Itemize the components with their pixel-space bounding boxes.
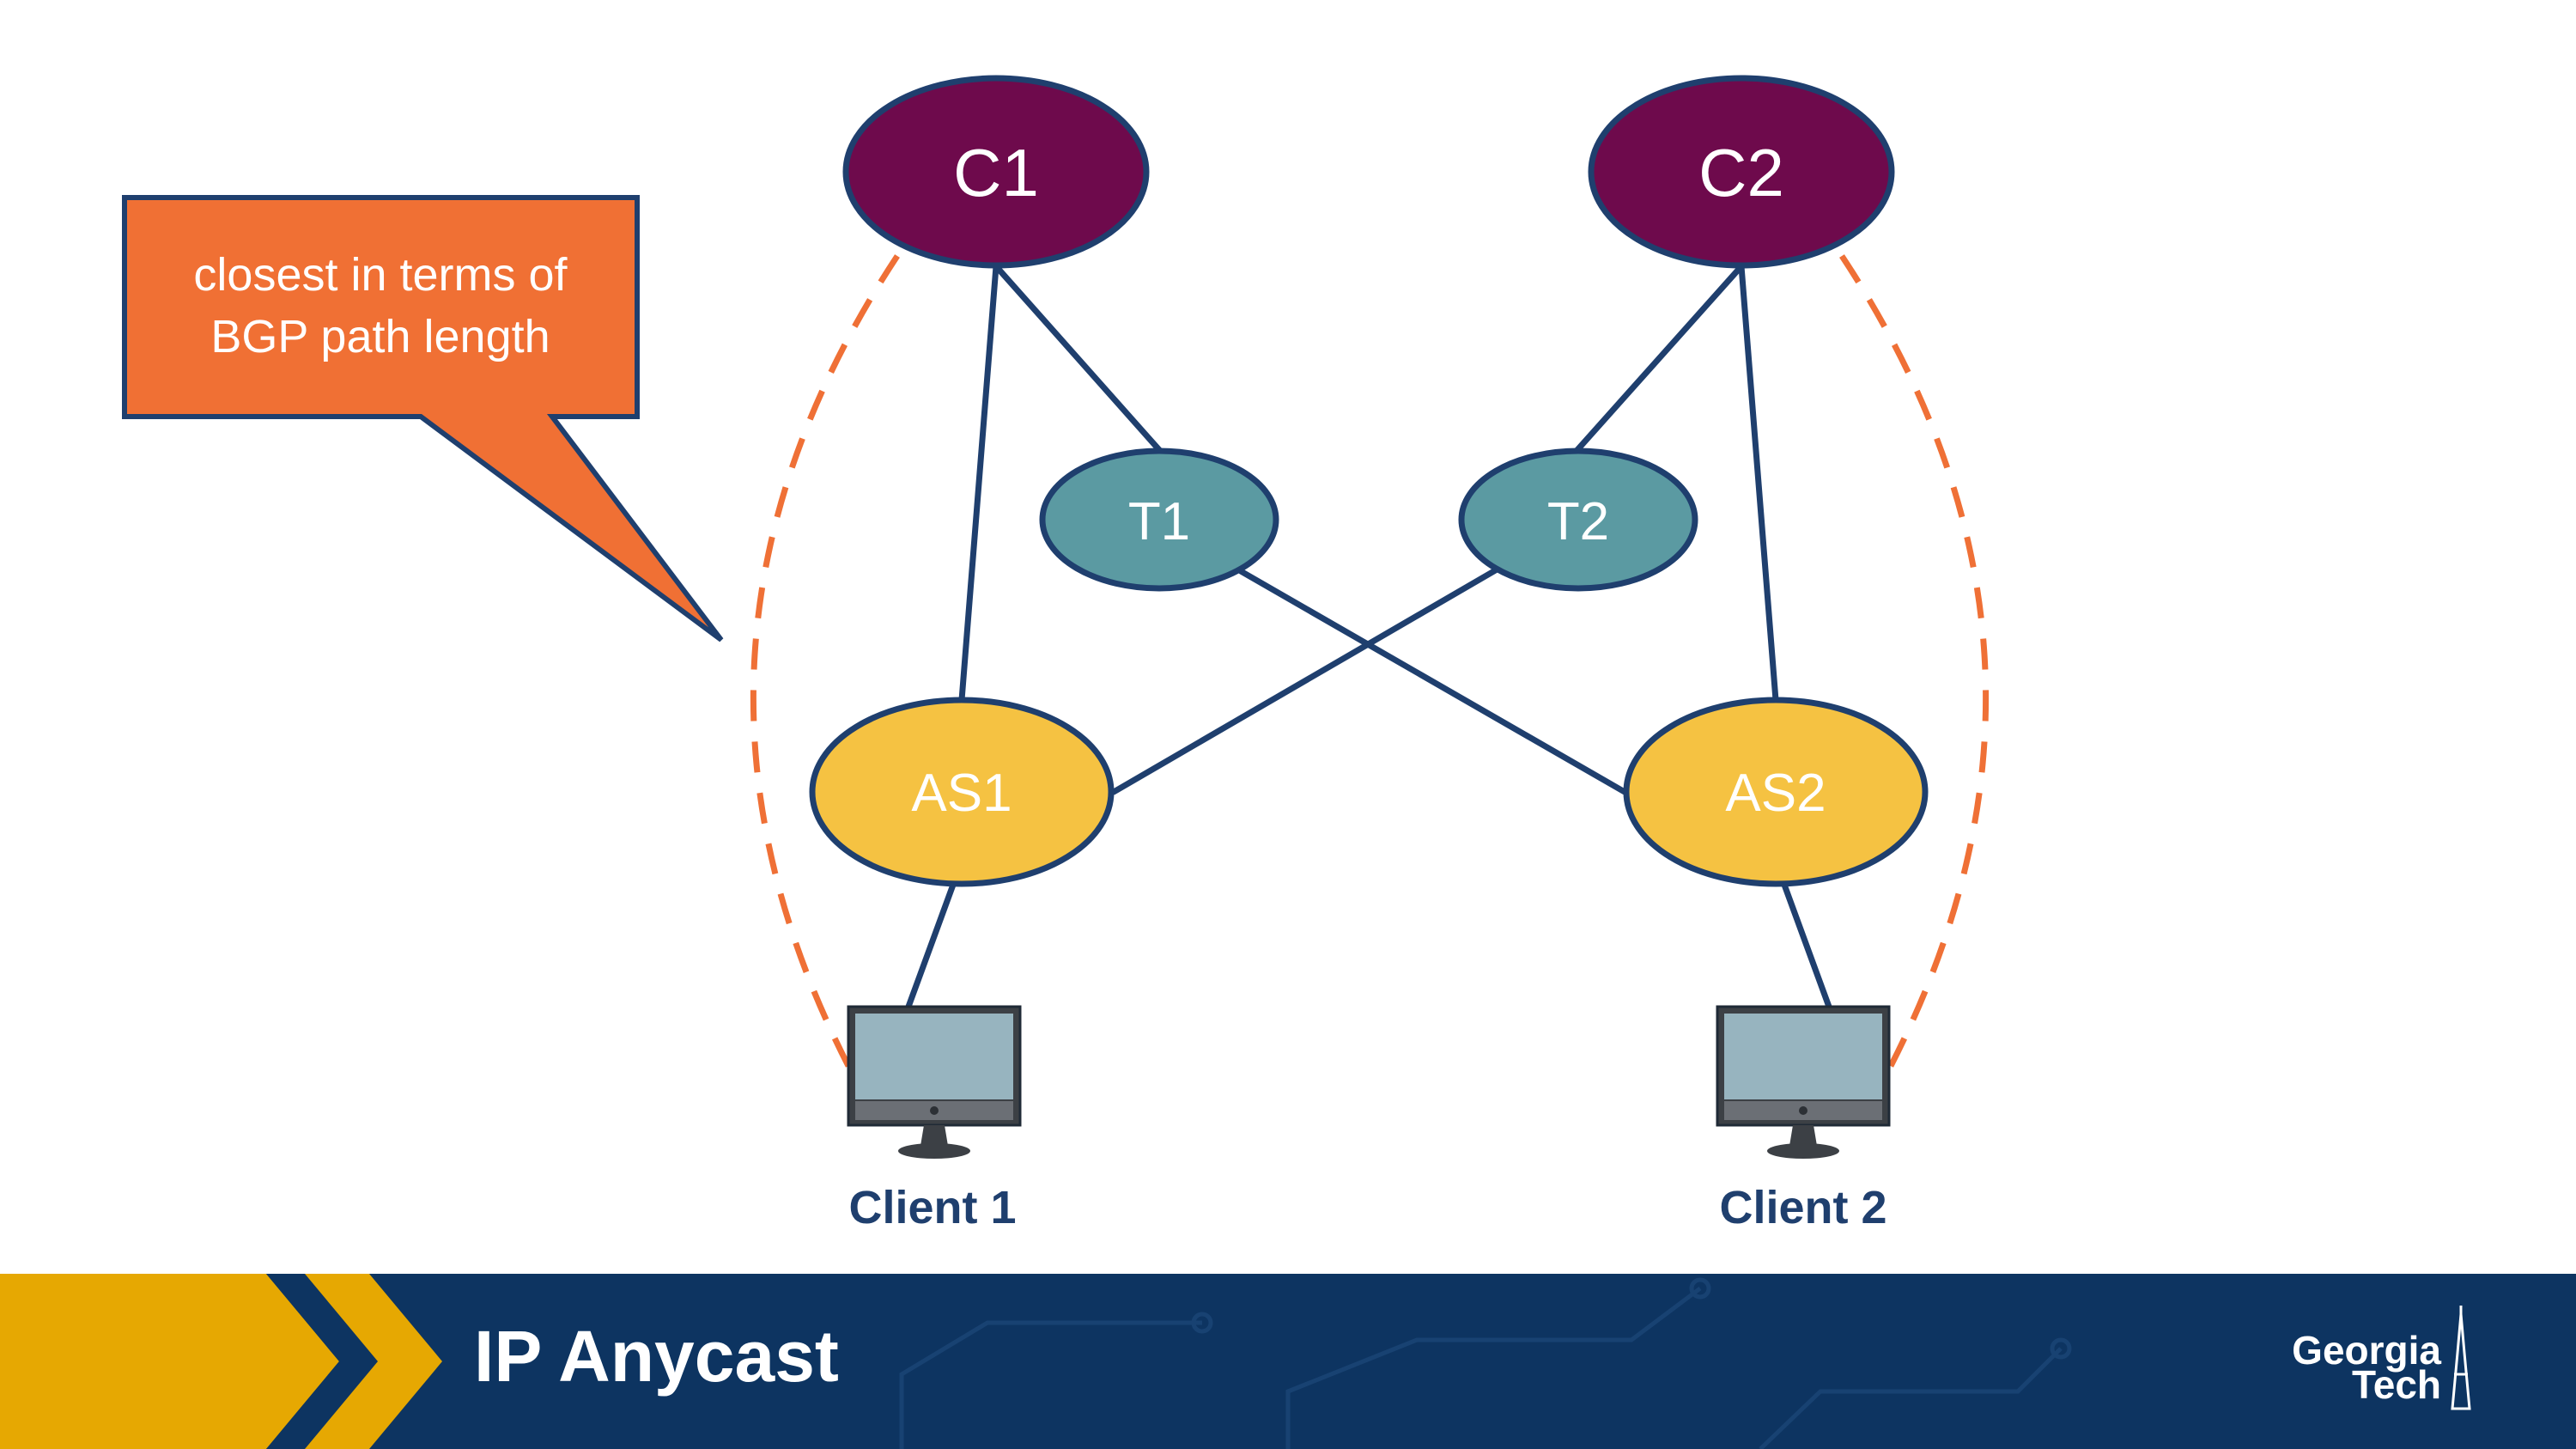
tower-icon [2451,1306,2471,1410]
client1-desktop-computer-icon [847,1005,1022,1159]
chevron-right-icon [266,1274,442,1449]
node-t2-label: T2 [1547,492,1609,551]
monitor-button [930,1106,939,1115]
node-t1-shape [1039,447,1279,592]
callout-text-line1: closest in terms of [193,249,568,301]
link-c1-as1 [958,263,999,703]
network-links [905,263,1832,1010]
title-banner: IP Anycast Georgia Tech [0,1274,2576,1449]
node-c2: C2 [1588,75,1895,269]
monitor-base [898,1143,970,1159]
link-c2-as2 [1738,263,1779,703]
link-as2-client2 [1781,881,1832,1010]
client2-desktop-computer-icon [1716,1005,1891,1159]
node-as2-label: AS2 [1725,764,1826,823]
node-c1-label: C1 [953,135,1039,210]
node-c2-label: C2 [1698,135,1784,210]
georgia-tech-logo: Georgia Tech [2292,1306,2471,1410]
node-as1-shape [809,697,1115,887]
banner-gold-block [0,1274,339,1449]
node-c1: C1 [842,75,1150,269]
monitor-base [1767,1143,1839,1159]
dashed-path-client1-c1 [750,254,900,1071]
link-c2-t2 [1572,263,1745,455]
monitor-stand [1789,1125,1817,1146]
monitor-stand [920,1125,948,1146]
link-t1-as2 [1237,568,1628,795]
dashed-path-client2-c2 [1839,254,1990,1071]
node-as2-shape [1623,697,1929,887]
link-as1-client1 [905,881,957,1010]
slide-title: IP Anycast [474,1316,839,1397]
client1-label: Client 1 [848,1182,1016,1233]
link-c1-t1 [993,263,1164,455]
callout-text-line2: BGP path length [210,311,550,362]
callout: closest in terms of BGP path length [122,195,724,642]
link-t2-as1 [1110,565,1502,795]
monitor-button [1799,1106,1807,1115]
node-as1: AS1 [809,697,1115,887]
node-t2: T2 [1458,447,1698,592]
node-c1-shape [842,75,1150,269]
node-as1-label: AS1 [911,764,1012,823]
callout-box [122,195,724,642]
anycast-paths [750,254,1990,1071]
node-c2-shape [1588,75,1895,269]
banner-circuit-texture [899,1277,2072,1449]
logo-line2: Tech [2352,1362,2441,1407]
node-t1: T1 [1039,447,1279,592]
node-t2-shape [1458,447,1698,592]
client2-label: Client 2 [1719,1182,1886,1233]
monitor-screen [855,1014,1013,1099]
node-t1-label: T1 [1128,492,1190,551]
logo-line1: Georgia [2292,1328,2441,1373]
monitor-screen [1724,1014,1882,1099]
node-as2: AS2 [1623,697,1929,887]
